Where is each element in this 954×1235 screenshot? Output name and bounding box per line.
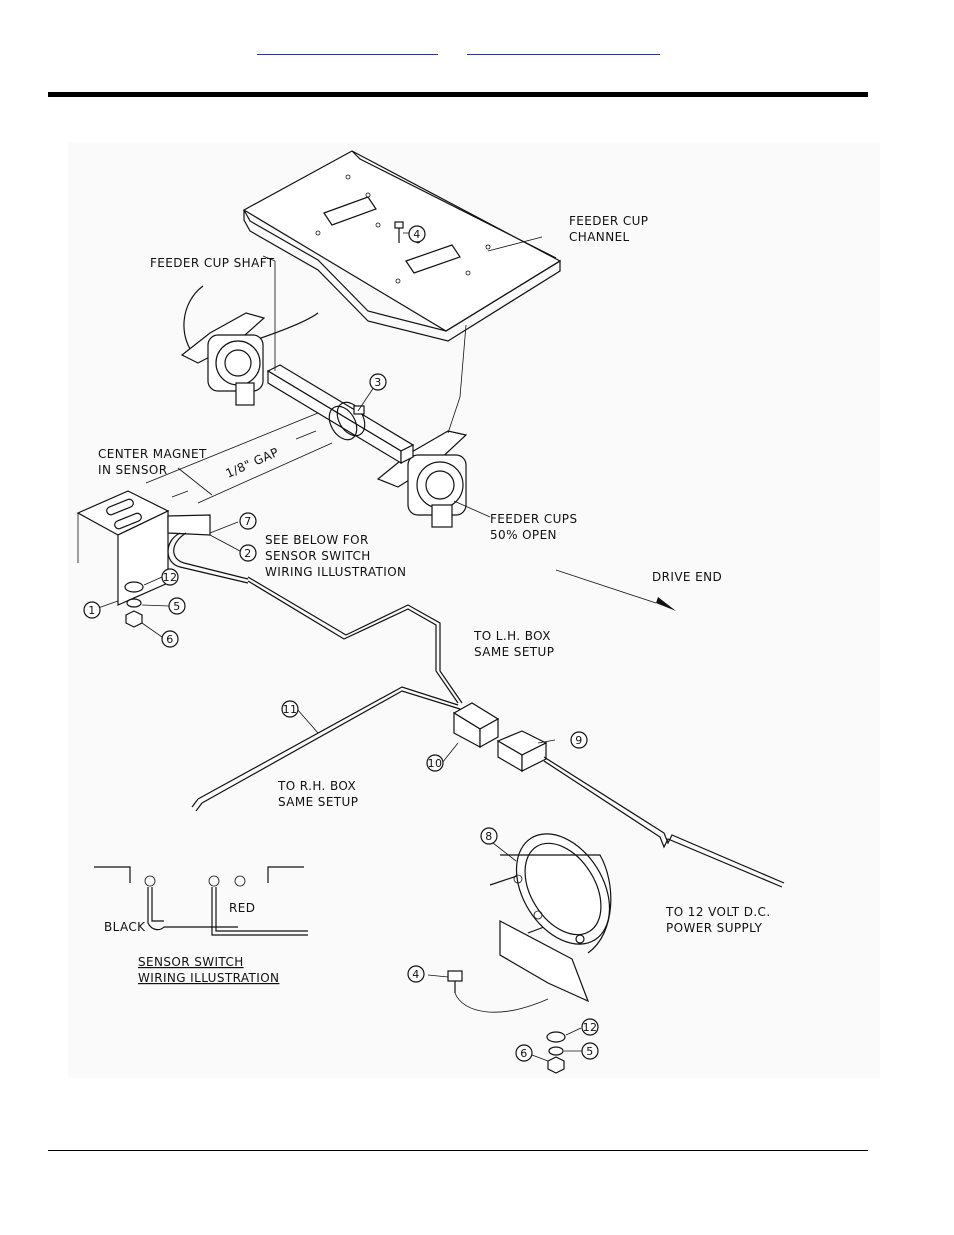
plug-9 bbox=[496, 730, 785, 888]
svg-text:2: 2 bbox=[244, 547, 251, 560]
label-see-below-3: WIRING ILLUSTRATION bbox=[265, 565, 406, 579]
label-center-magnet-1: CENTER MAGNET bbox=[98, 447, 207, 461]
svg-text:3: 3 bbox=[374, 376, 381, 389]
svg-text:9: 9 bbox=[575, 734, 582, 747]
label-wiring-title-1: SENSOR SWITCH bbox=[138, 955, 244, 969]
sensor-bracket bbox=[76, 490, 170, 606]
callout-8: 8 bbox=[480, 827, 498, 845]
callout-6-left: 6 bbox=[161, 630, 179, 648]
rh-wire bbox=[191, 686, 461, 812]
label-feeder-cups-2: 50% OPEN bbox=[490, 528, 557, 542]
callout-4-top: 4 bbox=[408, 225, 426, 243]
svg-text:6: 6 bbox=[520, 1047, 527, 1060]
feeder-cup-right bbox=[376, 324, 468, 528]
svg-text:4: 4 bbox=[413, 228, 420, 241]
callout-12-right: 12 bbox=[581, 1018, 599, 1036]
svg-text:7: 7 bbox=[244, 515, 251, 528]
leader-lines bbox=[97, 232, 676, 1062]
label-see-below-2: SENSOR SWITCH bbox=[265, 549, 371, 563]
svg-text:1: 1 bbox=[88, 604, 95, 617]
parts-diagram-svg: FEEDER CUP CHANNEL FEEDER CUP SHAFT CENT… bbox=[76, 150, 785, 1074]
gap-dimension bbox=[145, 412, 333, 504]
label-lh-box-1: TO L.H. BOX bbox=[473, 629, 551, 643]
svg-text:12: 12 bbox=[163, 571, 178, 584]
label-feeder-cups-1: FEEDER CUPS bbox=[490, 512, 577, 526]
bolt-top bbox=[394, 221, 404, 243]
feeder-cup-channel bbox=[242, 150, 562, 342]
label-gap: 1/8" GAP bbox=[224, 445, 281, 481]
callout-11: 11 bbox=[281, 700, 299, 718]
callout-2: 2 bbox=[239, 544, 257, 562]
wiring-illustration bbox=[94, 866, 308, 936]
label-power-1: TO 12 VOLT D.C. bbox=[665, 905, 771, 919]
svg-text:10: 10 bbox=[428, 757, 443, 770]
svg-text:12: 12 bbox=[583, 1021, 598, 1034]
hardware-right bbox=[546, 1031, 566, 1074]
svg-text:5: 5 bbox=[173, 600, 180, 613]
connector bbox=[452, 702, 500, 749]
wire-harness bbox=[247, 576, 463, 704]
footer-rule bbox=[48, 1150, 868, 1151]
callout-3: 3 bbox=[369, 373, 387, 391]
callout-5-right: 5 bbox=[581, 1042, 599, 1060]
header-link-1[interactable] bbox=[257, 38, 438, 55]
feeder-cup-left bbox=[180, 285, 319, 406]
callout-4-bottom: 4 bbox=[407, 965, 425, 983]
label-drive-end: DRIVE END bbox=[652, 570, 722, 584]
label-black: BLACK bbox=[104, 920, 146, 934]
callout-7: 7 bbox=[239, 512, 257, 530]
label-rh-box-1: TO R.H. BOX bbox=[277, 779, 356, 793]
label-power-2: POWER SUPPLY bbox=[666, 921, 763, 935]
header-rule bbox=[48, 92, 868, 97]
bolt-bottom bbox=[447, 970, 549, 1013]
label-feeder-cup-channel-2: CHANNEL bbox=[569, 230, 630, 244]
feeder-cup-shaft bbox=[266, 261, 415, 465]
label-red: RED bbox=[229, 901, 255, 915]
svg-text:5: 5 bbox=[586, 1045, 593, 1058]
callout-9: 9 bbox=[570, 731, 588, 749]
label-feeder-cup-shaft: FEEDER CUP SHAFT bbox=[150, 256, 275, 270]
callout-6-right: 6 bbox=[515, 1044, 533, 1062]
label-rh-box-2: SAME SETUP bbox=[278, 795, 358, 809]
label-lh-box-2: SAME SETUP bbox=[474, 645, 554, 659]
parts-diagram: FEEDER CUP CHANNEL FEEDER CUP SHAFT CENT… bbox=[68, 143, 880, 1078]
label-see-below-1: SEE BELOW FOR bbox=[265, 533, 369, 547]
label-feeder-cup-channel-1: FEEDER CUP bbox=[569, 214, 648, 228]
hardware-left bbox=[124, 581, 144, 628]
sensor-housing-8 bbox=[489, 833, 612, 1003]
label-center-magnet-2: IN SENSOR bbox=[98, 463, 168, 477]
svg-text:8: 8 bbox=[485, 830, 492, 843]
svg-text:6: 6 bbox=[166, 633, 173, 646]
header-link-2[interactable] bbox=[467, 38, 660, 55]
callout-1: 1 bbox=[83, 601, 101, 619]
svg-text:11: 11 bbox=[283, 703, 298, 716]
callout-5-left: 5 bbox=[168, 597, 186, 615]
callout-10: 10 bbox=[426, 754, 444, 772]
svg-text:4: 4 bbox=[412, 968, 419, 981]
label-wiring-title-2: WIRING ILLUSTRATION bbox=[138, 971, 279, 985]
callout-12-left: 12 bbox=[161, 568, 179, 586]
